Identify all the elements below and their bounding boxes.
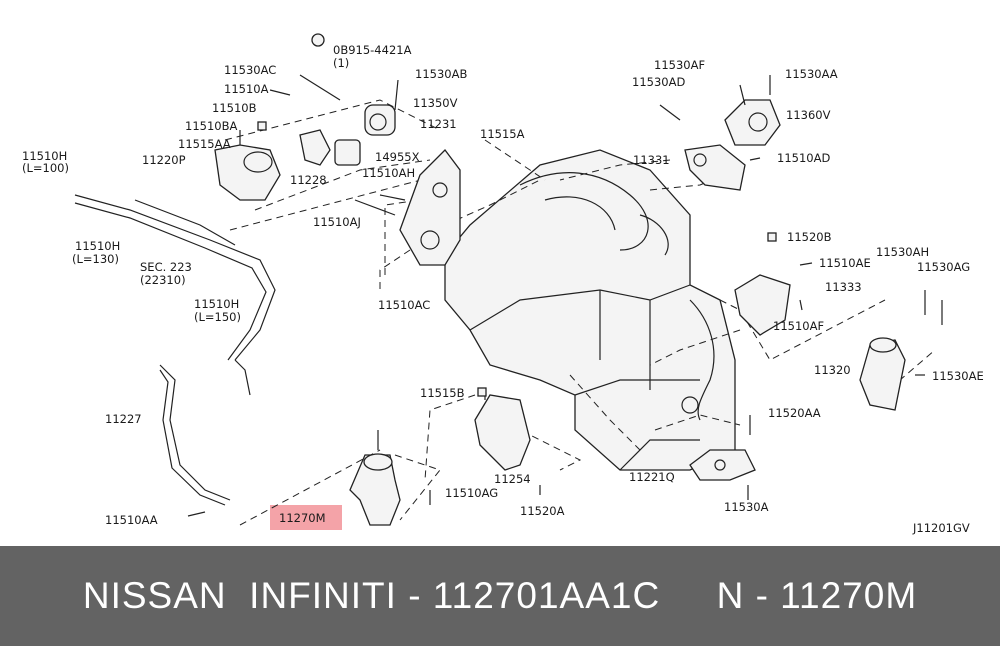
label-11331: 11331	[633, 153, 670, 167]
label-08915: 0B915-4421A	[333, 43, 412, 57]
part-11333-bracket	[734, 274, 791, 336]
part-labels: 0B915-4421A (1) 11530AC 11530AB 11510A 1…	[22, 43, 984, 535]
label-11530ag: 11530AG	[917, 260, 970, 274]
part-11221q-bracket	[689, 449, 756, 481]
label-11510h-top-len: (L=100)	[22, 161, 69, 175]
label-14955x: 14955X	[375, 150, 420, 164]
label-11510b: 11510B	[212, 101, 257, 115]
highlight-box	[270, 505, 342, 530]
part-11270m-mount	[349, 430, 401, 526]
washer-icon	[311, 33, 325, 47]
label-11320: 11320	[814, 363, 851, 377]
diagram-ref-code: J11201GV	[912, 521, 970, 535]
label-11520aa: 11520AA	[768, 406, 821, 420]
label-11515b: 11515B	[420, 386, 465, 400]
label-11228: 11228	[290, 173, 327, 187]
label-11510h-mid-len: (L=130)	[72, 252, 119, 266]
label-11520b: 11520B	[787, 230, 832, 244]
part-14955x-valve	[334, 139, 361, 166]
label-11510ag: 11510AG	[445, 486, 498, 500]
label-11333: 11333	[825, 280, 862, 294]
parts-diagram: 0B915-4421A (1) 11530AC 11530AB 11510A 1…	[22, 33, 984, 535]
label-08915-qty: (1)	[333, 56, 349, 70]
label-11515aa: 11515AA	[178, 137, 231, 151]
label-11510aa: 11510AA	[105, 513, 158, 527]
label-11510af: 11510AF	[773, 319, 824, 333]
label-sec223: SEC. 223	[140, 260, 192, 274]
label-11510ad: 11510AD	[777, 151, 830, 165]
label-11520a: 11520A	[520, 504, 565, 518]
label-sec223-sub: (22310)	[140, 273, 186, 287]
label-11510aj: 11510AJ	[313, 215, 361, 229]
label-11254: 11254	[494, 472, 531, 486]
label-11510h-top: 11510H	[22, 149, 67, 163]
label-11510a: 11510A	[224, 82, 269, 96]
label-11360v: 11360V	[786, 108, 831, 122]
engine-block	[444, 149, 736, 471]
bolts	[187, 33, 943, 517]
part-11254-bracket	[474, 390, 531, 471]
label-11530ae: 11530AE	[932, 369, 984, 383]
label-11221q: 11221Q	[629, 470, 675, 484]
part-11220p-bracket	[214, 130, 281, 201]
footer-banner: NISSAN INFINITI - 112701AA1C N - 11270M	[0, 546, 1000, 646]
label-11227: 11227	[105, 412, 142, 426]
part-11360v-bracket	[724, 99, 781, 146]
label-11231: 11231	[420, 117, 457, 131]
hose-11510h	[74, 194, 276, 361]
part-11350v-tensioner	[364, 79, 399, 136]
pipe-11227	[159, 359, 251, 506]
label-11530a: 11530A	[724, 500, 769, 514]
label-11510ba: 11510BA	[185, 119, 237, 133]
label-11270m: 11270M	[279, 511, 326, 525]
part-11331-bracket	[684, 144, 746, 191]
part-11228-clamp	[299, 129, 331, 166]
label-11220p: 11220P	[142, 153, 186, 167]
label-11510ac: 11510AC	[378, 298, 430, 312]
label-11530af: 11530AF	[654, 58, 705, 72]
label-11350v: 11350V	[413, 96, 458, 110]
label-11530aa: 11530AA	[785, 67, 838, 81]
label-11530ac: 11530AC	[224, 63, 276, 77]
part-11320-mount	[859, 337, 906, 411]
label-11510h-mid: 11510H	[75, 239, 120, 253]
label-11530ab: 11530AB	[415, 67, 467, 81]
label-11510ah: 11510AH	[362, 166, 415, 180]
label-11510h-low-len: (L=150)	[194, 310, 241, 324]
label-11530ah: 11530AH	[876, 245, 929, 259]
label-11530ad: 11530AD	[632, 75, 685, 89]
label-11510ae: 11510AE	[819, 256, 871, 270]
part-11231-bracket	[399, 149, 461, 266]
label-11510h-low: 11510H	[194, 297, 239, 311]
label-11515a: 11515A	[480, 127, 525, 141]
footer-part-info: NISSAN INFINITI - 112701AA1C N - 11270M	[82, 575, 918, 616]
